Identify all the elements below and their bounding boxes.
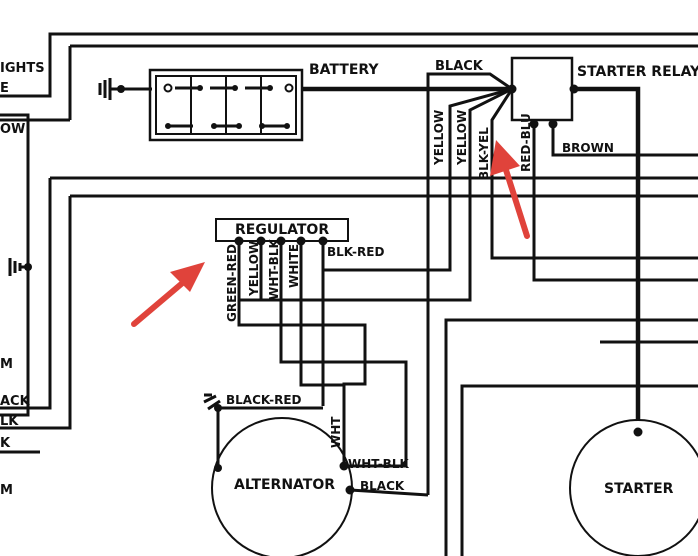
brown-label: BROWN <box>562 141 614 155</box>
alternator-label: ALTERNATOR <box>234 477 335 493</box>
regulator-label: REGULATOR <box>235 222 329 238</box>
black-red-label: BLACK-RED <box>226 393 302 407</box>
alternator <box>203 393 429 556</box>
black-top-label: BLACK <box>435 59 484 74</box>
left-label-k: K <box>0 436 11 451</box>
yellow-wire-2 <box>240 87 513 302</box>
annotation-arrow-regulator <box>131 262 205 327</box>
black-alt-label: BLACK <box>360 479 405 493</box>
left-label-e: E <box>0 81 9 96</box>
yellow-label-2: YELLOW <box>455 110 469 166</box>
blk-red-label: BLK-RED <box>327 245 384 259</box>
wht-blk-alt-label: WHT-BLK <box>348 457 409 471</box>
wht-blk-wire <box>279 241 408 468</box>
ground-symbol-left <box>8 258 32 276</box>
white-wire <box>299 241 344 387</box>
blk-yel-label: BLK-YEL <box>477 127 491 180</box>
battery-label: BATTERY <box>309 62 379 78</box>
blk-yel-wire <box>490 88 698 260</box>
green-red-label: GREEN-RED <box>225 244 239 322</box>
reg-yellow-label: YELLOW <box>247 241 261 297</box>
yellow-label-1: YELLOW <box>432 110 446 166</box>
red-blu-label: RED-BLU <box>519 113 533 172</box>
right-wire-b <box>460 384 698 556</box>
annotation-arrow-relay <box>490 140 530 239</box>
left-label-m1: M <box>0 357 13 372</box>
black-wire <box>426 72 513 495</box>
top-frame-wires <box>0 32 698 454</box>
brown-wire <box>551 124 698 157</box>
red-blu-wire <box>532 124 698 282</box>
left-label-ack: ACK <box>0 394 31 409</box>
right-wire-a <box>444 318 698 556</box>
left-label-lk: LK <box>0 414 19 429</box>
left-label-m2: M <box>0 483 13 498</box>
yellow-wire-1 <box>355 87 513 272</box>
left-label-ights: IGHTS <box>0 61 45 76</box>
green-red-wire <box>237 241 367 440</box>
battery-symbol <box>98 68 304 142</box>
starter-label: STARTER <box>604 481 674 497</box>
wht-label: WHT <box>329 416 343 448</box>
white-label: WHITE <box>287 244 301 288</box>
starter-relay-label: STARTER RELAY <box>577 64 698 80</box>
wht-blk-label: WHT-BLK <box>267 239 281 300</box>
left-label-ow: OW <box>0 122 25 137</box>
starter-cable <box>574 86 641 432</box>
starter-motor <box>569 419 698 556</box>
